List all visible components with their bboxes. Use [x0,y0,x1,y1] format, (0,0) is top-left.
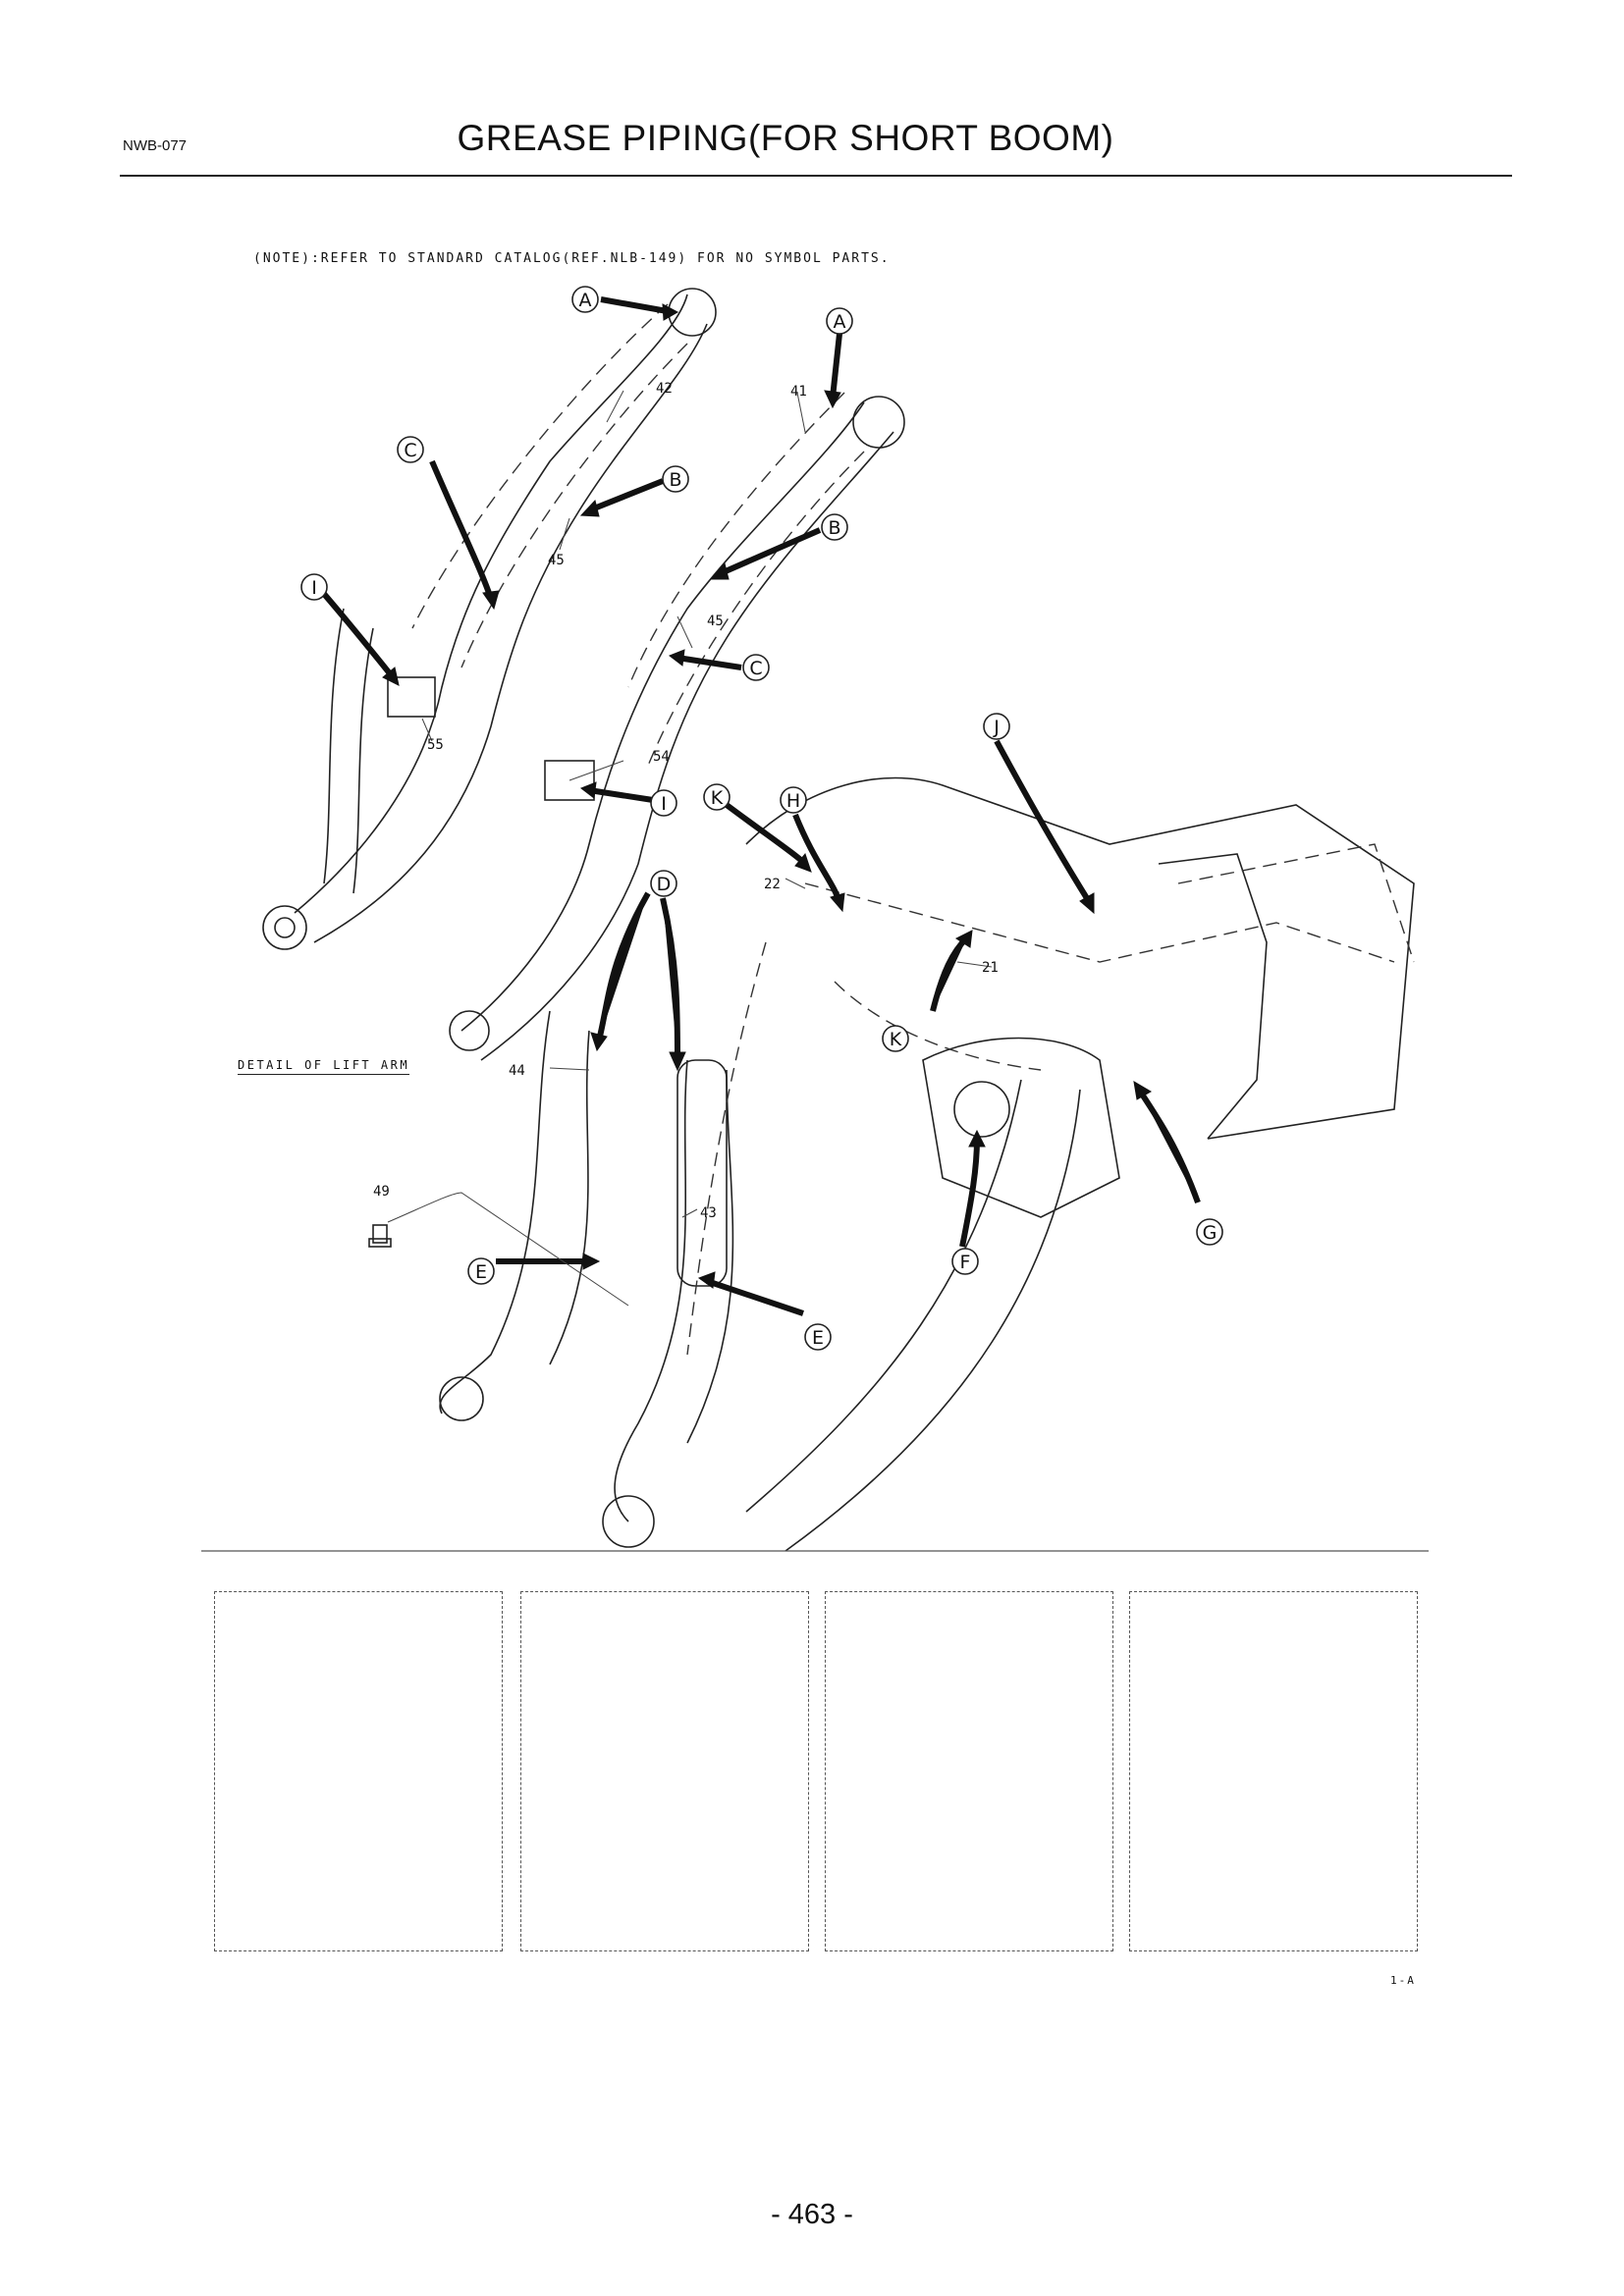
part-42: 42 [656,381,673,397]
svg-text:E: E [812,1327,824,1349]
machine-body [745,776,1415,1552]
svg-text:A: A [579,290,592,311]
part-44: 44 [509,1063,525,1079]
blank-box-2 [520,1591,809,1951]
detail-label: DETAIL OF LIFT ARM [238,1058,410,1075]
svg-text:A: A [834,311,846,333]
callout-i-2: I [650,789,677,817]
svg-text:I: I [661,793,667,815]
page-number: - 463 - [771,2199,853,2230]
page-title: GREASE PIPING(FOR SHORT BOOM) [457,118,1114,158]
svg-text:C: C [749,658,762,679]
svg-text:F: F [960,1252,971,1273]
part-45-a: 45 [548,553,565,568]
document-code: NWB-077 [123,137,188,154]
svg-text:B: B [828,517,840,539]
callout-f: F [951,1248,979,1275]
part-43: 43 [700,1205,717,1221]
part-54: 54 [653,749,670,765]
callout-e-2: E [804,1323,832,1351]
callout-a-1: A [571,286,599,313]
callout-j: J [983,713,1010,740]
callout-a-2: A [826,307,853,335]
reference-note: (NOTE):REFER TO STANDARD CATALOG(REF.NLB… [253,251,891,266]
svg-text:C: C [404,440,416,461]
part-21: 21 [982,960,999,976]
left-lift-arm [262,288,717,950]
fitting-49 [368,1224,392,1248]
svg-text:J: J [993,717,1000,738]
part-55: 55 [427,737,444,753]
callout-c-1: C [397,436,424,463]
leader-lines [387,390,993,1307]
callout-e-1: E [467,1257,495,1285]
blank-box-4 [1129,1591,1418,1951]
header-rule [120,175,1512,177]
callout-h: H [780,786,807,814]
callout-b-1: B [662,465,689,493]
blank-box-3 [825,1591,1113,1951]
callout-g: G [1196,1218,1223,1246]
part-41: 41 [790,384,807,400]
svg-text:G: G [1203,1222,1218,1244]
callouts: A A B B C C D E E F G H I I J K K [300,286,1223,1351]
svg-text:E: E [475,1261,487,1283]
callout-k-1: K [703,783,731,811]
callout-i-1: I [300,573,328,601]
svg-text:I: I [311,577,317,599]
figure-reference: 1-A [1390,1974,1416,1987]
svg-text:D: D [657,874,672,895]
callout-b-2: B [821,513,848,541]
part-45-b: 45 [707,614,724,629]
arrows [321,296,1201,1316]
svg-text:B: B [669,469,681,491]
right-lift-arm [449,392,905,1061]
part-22: 22 [764,877,781,892]
svg-text:K: K [890,1029,902,1050]
lower-boom [439,941,767,1548]
blank-box-1 [214,1591,503,1951]
callout-c-2: C [742,654,770,681]
part-numbers: 42 41 45 45 55 54 22 21 44 43 49 [373,381,999,1221]
svg-text:K: K [711,787,724,809]
callout-d: D [650,870,677,897]
callout-k-2: K [882,1025,909,1052]
svg-text:H: H [786,790,800,812]
part-49: 49 [373,1184,390,1200]
